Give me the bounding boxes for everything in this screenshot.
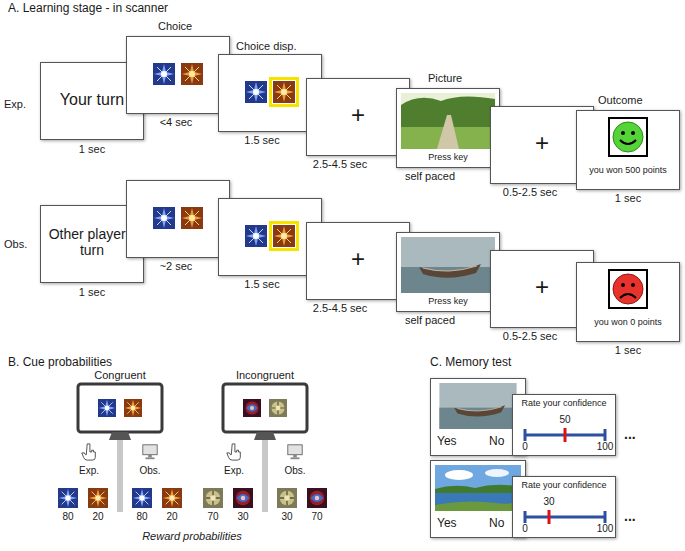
choice-screen	[126, 36, 230, 114]
probability-value: 70	[153, 511, 273, 523]
slider-track	[525, 516, 605, 519]
picture-image	[609, 118, 647, 156]
condition-label: Incongruent	[205, 369, 325, 382]
timing-label: 1 sec	[568, 344, 685, 357]
phase-header: Choice	[158, 20, 192, 33]
row-label: Exp.	[4, 98, 26, 111]
screen-text: 0	[510, 523, 540, 535]
phase-header: Outcome	[598, 94, 643, 107]
picture-image	[609, 270, 647, 308]
screen-text: 100	[590, 441, 620, 453]
timing-label: 0.5-2.5 sec	[470, 330, 590, 343]
timing-label: 0.5-2.5 sec	[470, 186, 590, 199]
screen-text: Press key	[397, 296, 499, 306]
slider-marker	[564, 428, 567, 442]
screen-text: 100	[590, 523, 620, 535]
screen-box: Press key	[396, 232, 500, 312]
picture-image	[435, 465, 521, 511]
phase-header: Picture	[428, 72, 462, 85]
picture-image	[401, 237, 495, 293]
confidence-box: Rate your confidence500100	[512, 394, 616, 456]
screen-text: 50	[550, 414, 580, 426]
screen-box: +	[306, 78, 410, 156]
screen-text: +	[307, 245, 409, 273]
slider-end	[524, 429, 527, 441]
slider-marker	[548, 510, 551, 524]
picture-image	[401, 93, 495, 149]
probability-value: 80	[8, 511, 128, 523]
phase-header: Choice disp.	[236, 40, 297, 53]
picture-image	[401, 237, 495, 293]
panel-title: A. Learning stage - in scanner	[8, 2, 168, 16]
screen-text: you won 500 points	[577, 165, 679, 175]
panel-title: C. Memory test	[430, 356, 511, 370]
screen-box: +	[306, 222, 410, 300]
picture-image	[439, 383, 516, 429]
screen-text: Yes	[437, 517, 467, 531]
picture-image	[608, 117, 648, 157]
timing-label: <4 sec	[116, 116, 236, 129]
screen-text: Rate your confidence	[513, 480, 615, 490]
timing-label: 2.5-4.5 sec	[280, 302, 400, 315]
confidence-box: Rate your confidence300100	[512, 476, 616, 538]
row-label: Obs.	[4, 238, 27, 251]
agent-label: Obs.	[90, 465, 210, 477]
agent-label: Exp.	[29, 465, 149, 477]
screen-box: you won 500 points	[576, 110, 680, 190]
timing-label: 1.5 sec	[202, 278, 322, 291]
ellipsis: ...	[624, 426, 636, 442]
timing-label: self paced	[370, 170, 490, 183]
screen-text: No	[489, 435, 513, 449]
congruent-setup	[58, 384, 182, 512]
timing-label: self paced	[370, 314, 490, 327]
panel-title: B. Cue probabilities	[8, 356, 112, 370]
timing-label: 1 sec	[32, 143, 152, 156]
choice-cues	[127, 181, 229, 257]
probability-value: 70	[257, 511, 377, 523]
screen-box: you won 0 points	[576, 262, 680, 342]
choice-cues	[127, 37, 229, 113]
screen-text: 0	[510, 441, 540, 453]
timing-label: 1 sec	[568, 192, 685, 205]
picture-image	[608, 269, 648, 309]
picture-image	[401, 93, 495, 149]
timing-label: ~2 sec	[116, 260, 236, 273]
screen-text: +	[307, 101, 409, 129]
screen-text: you won 0 points	[577, 317, 679, 327]
probability-value: 30	[227, 511, 347, 523]
timing-label: 1.5 sec	[202, 134, 322, 147]
screen-text: Press key	[397, 152, 499, 162]
timing-label: 1 sec	[32, 286, 152, 299]
picture-image	[435, 465, 521, 511]
agent-label: Obs.	[235, 465, 355, 477]
axis-caption: Reward probabilities	[132, 530, 252, 543]
agent-label: Exp.	[174, 465, 294, 477]
slider-end	[604, 511, 607, 523]
screen-box: Press key	[396, 88, 500, 168]
ellipsis: ...	[624, 508, 636, 524]
screen-text: No	[489, 517, 513, 531]
condition-label: Congruent	[60, 369, 180, 382]
screen-text: Rate your confidence	[513, 398, 615, 408]
picture-image	[435, 383, 521, 429]
choice-screen	[126, 180, 230, 258]
incongruent-setup	[203, 384, 327, 512]
probability-value: 80	[82, 511, 202, 523]
timing-label: 2.5-4.5 sec	[280, 158, 400, 171]
slider-end	[604, 429, 607, 441]
screen-text: Yes	[437, 435, 467, 449]
screen-text: 30	[534, 496, 564, 508]
slider-end	[524, 511, 527, 523]
